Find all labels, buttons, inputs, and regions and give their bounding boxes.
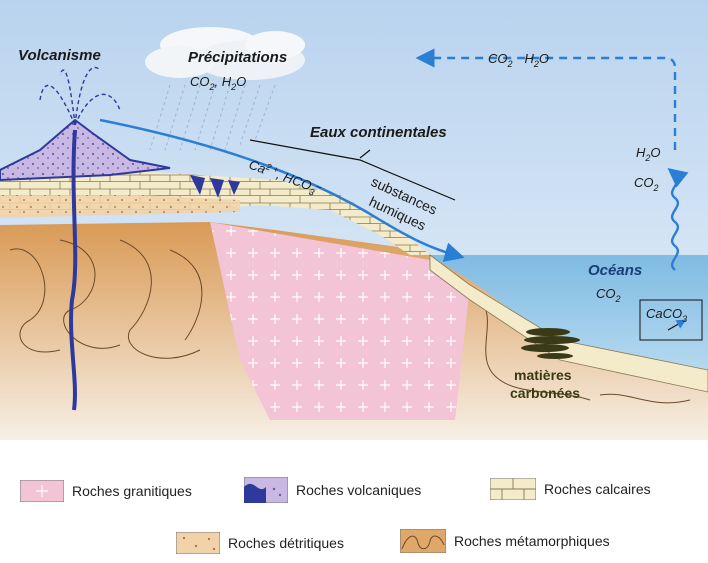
granite-swatch xyxy=(20,480,64,502)
label-volcanism: Volcanisme xyxy=(18,47,101,64)
caco3-box xyxy=(639,299,703,341)
metamorphic-swatch xyxy=(400,529,446,553)
karst-pockets xyxy=(190,175,240,198)
runoff-arrow xyxy=(99,118,465,262)
label-continental-waters: Eaux continentales xyxy=(310,124,447,141)
legend-label-volcanic: Roches volcaniques xyxy=(296,482,422,498)
limestone-layer xyxy=(0,165,430,255)
legend: Roches granitiques Roches volcaniques Ro… xyxy=(0,440,708,563)
legend-item-volcanic: Roches volcaniques xyxy=(244,477,421,503)
legend-item-granite: Roches granitiques xyxy=(20,480,192,502)
legend-item-metamorphic: Roches métamorphiques xyxy=(400,529,610,553)
atmosphere-return-arrow xyxy=(415,48,677,150)
legend-label-metamorphic: Roches métamorphiques xyxy=(454,533,610,549)
legend-label-detrital: Roches détritiques xyxy=(228,535,344,551)
detrital-swatch xyxy=(176,532,220,554)
label-oceans-co2: CO2 xyxy=(596,286,621,304)
volcanic-dyke xyxy=(69,129,78,411)
carbon-matter xyxy=(521,328,580,359)
label-precip-gases: CO2, H2O xyxy=(190,74,246,92)
label-carbon-1: matières xyxy=(514,367,572,383)
label-evap-h2o: H2O xyxy=(636,145,661,163)
volcano xyxy=(0,118,171,182)
legend-label-granite: Roches granitiques xyxy=(72,483,192,499)
label-caco3: CaCO3 xyxy=(646,306,687,324)
volcanic-swatch xyxy=(244,477,288,503)
rain-cloud xyxy=(145,27,305,80)
label-precipitation: Précipitations xyxy=(188,49,287,66)
granite-intrusion xyxy=(210,222,470,420)
label-carbon-2: carbonées xyxy=(510,385,580,401)
marine-sediment xyxy=(429,254,708,393)
label-oceans: Océans xyxy=(588,262,642,279)
cross-section-illustration: Volcanisme Précipitations CO2, H2O Eaux … xyxy=(0,0,708,440)
legend-item-limestone: Roches calcaires xyxy=(490,478,651,500)
continental-water-underline xyxy=(249,139,456,201)
label-evap-co2: CO2 xyxy=(634,175,659,193)
legend-item-detrital: Roches détritiques xyxy=(176,532,344,554)
detrital-layer xyxy=(0,195,240,218)
evaporation-arrow xyxy=(667,167,689,271)
limestone-swatch xyxy=(490,478,536,500)
eruption-plume xyxy=(39,66,121,126)
legend-label-limestone: Roches calcaires xyxy=(544,481,651,497)
